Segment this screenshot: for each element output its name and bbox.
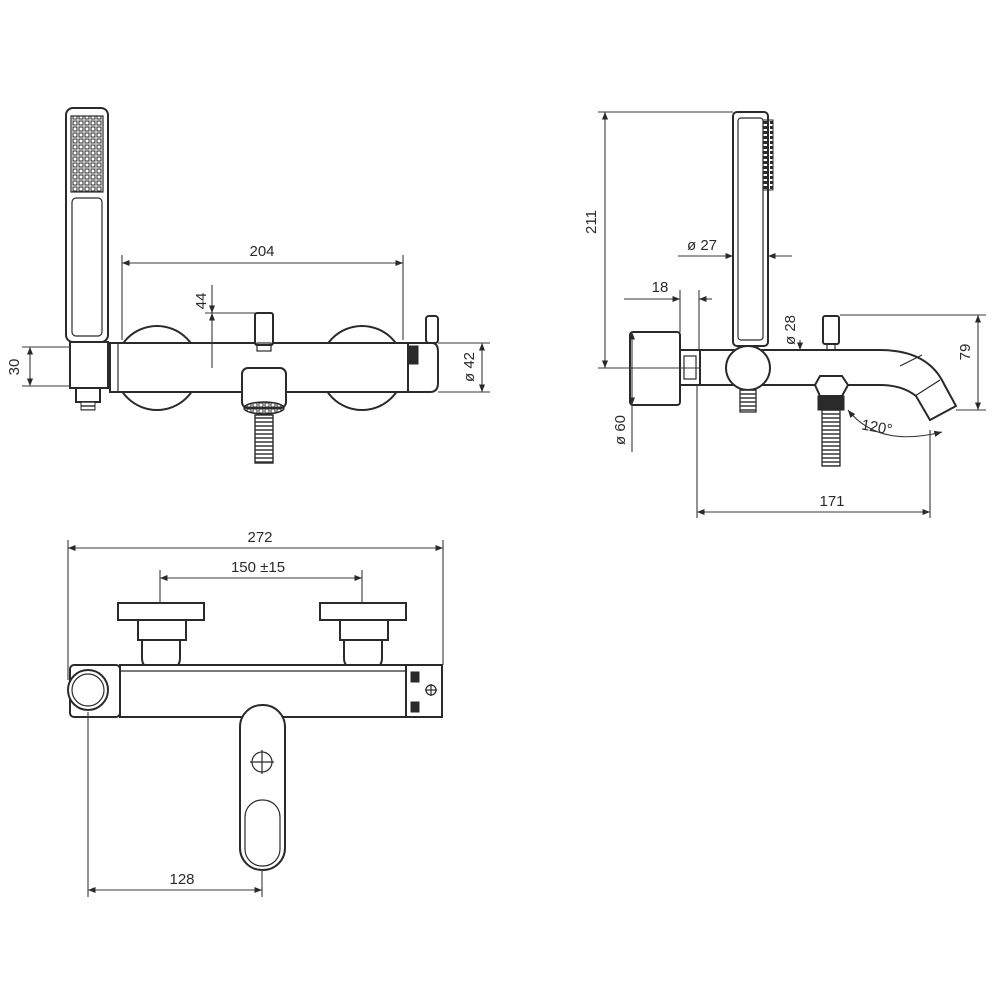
aerator (243, 401, 285, 415)
spout-top (239, 704, 286, 871)
dimension-shower-diameter: ø 27 (678, 237, 792, 260)
dimension-inlet-centers: 150 ±15 (159, 559, 363, 603)
bath-outlet (813, 375, 850, 467)
dimension-label: 171 (819, 493, 844, 510)
shower-holder (69, 341, 109, 389)
dimension-label: 120° (860, 417, 894, 439)
diverter-spout-front (241, 312, 287, 464)
dimension-bracket-depth: 18 (624, 279, 712, 350)
dimension-knob-height: 44 (193, 285, 255, 368)
dimension-label: 272 (247, 529, 272, 546)
dimension-label: ø 27 (687, 237, 717, 254)
dimension-shower-height: 211 (583, 111, 733, 369)
hose (254, 414, 274, 464)
dimension-label: 204 (249, 243, 274, 260)
top-view: 272 150 ±15 128 (67, 529, 444, 897)
dimension-body-diameter: ø 42 (438, 342, 490, 393)
thermostat-knob (425, 315, 439, 344)
hose-connector (725, 345, 771, 391)
dimension-spout-angle: 120° (847, 409, 943, 439)
holder-outlet (75, 387, 101, 403)
dimension-spout-offset: 128 (87, 712, 263, 897)
dimension-projection: 171 (696, 385, 931, 518)
dimension-label: ø 60 (612, 415, 629, 445)
wall-flange-left (117, 602, 205, 621)
dimension-spout-height: 79 (840, 314, 986, 411)
dimension-label: 44 (193, 293, 210, 310)
thermostat-cap (407, 315, 439, 393)
dimension-overall-length: 272 (67, 529, 444, 680)
hand-shower-side (732, 111, 774, 347)
wall-flange-right (319, 602, 407, 621)
dimension-label: ø 42 (461, 352, 478, 382)
dimension-width: 204 (121, 243, 404, 340)
dimension-label: 79 (957, 344, 974, 361)
inlet-left (141, 639, 181, 669)
inlet-right (343, 639, 383, 669)
diverter-knob (254, 312, 274, 346)
spray-nozzles (762, 119, 774, 191)
shower-hose (739, 389, 757, 413)
dimension-label: 211 (583, 210, 600, 234)
dimension-label: ø 28 (782, 315, 799, 345)
dimension-label: 18 (652, 279, 669, 296)
spray-face-grid (70, 115, 104, 193)
dimension-flange-diameter: ø 60 (612, 332, 636, 452)
spout-outlet-top (244, 799, 281, 867)
dimension-knob-diameter: ø 28 (782, 315, 804, 350)
dimension-label: 30 (6, 359, 23, 376)
dimension-holder-height: 30 (6, 346, 70, 387)
diverter-knob-side (822, 315, 840, 345)
hand-shower-front (65, 107, 109, 411)
dimension-label: 150 ±15 (231, 559, 285, 576)
front-view: 204 44 30 ø 42 (6, 107, 490, 464)
dimension-label: 128 (169, 871, 194, 888)
side-view: 211 ø 27 18 ø 28 79 (583, 111, 986, 518)
